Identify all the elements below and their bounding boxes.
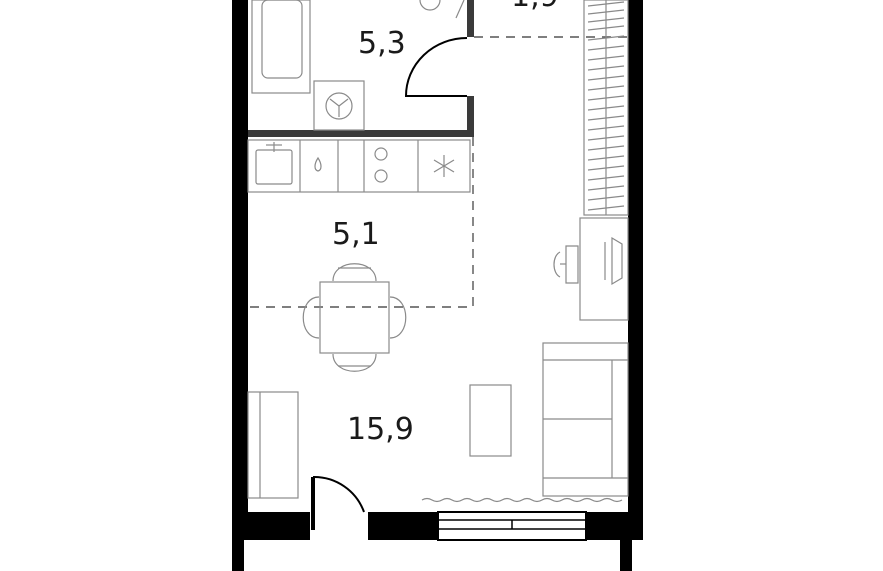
dining-set-icon: [302, 263, 407, 372]
sofa-icon: [542, 342, 629, 497]
exterior-walls: [232, 0, 643, 571]
kitchen-counter: [247, 139, 471, 193]
washing-machine-icon: [313, 80, 365, 131]
dishwasher-icon: [314, 156, 322, 172]
desk-icon: [579, 217, 629, 321]
fridge-icon: [433, 155, 455, 177]
window-icon: [437, 511, 587, 541]
wardrobe-icon: [583, 0, 629, 216]
coffee-table-icon: [469, 384, 512, 457]
bathroom-fixture-top: [419, 0, 465, 19]
bathroom-door-icon: [404, 37, 468, 97]
top-right-area-label: 1,9: [511, 0, 559, 14]
cooktop-icon: [374, 147, 388, 183]
armchair-icon: [247, 391, 299, 499]
door-icon: [311, 475, 365, 530]
living-area-label: 15,9: [347, 412, 414, 447]
zone-boundaries: [248, 36, 628, 308]
curtain-line: [421, 497, 623, 503]
bathroom-area-label: 5,3: [358, 26, 406, 61]
interior-partitions: [248, 0, 474, 137]
bathtub-icon: [251, 0, 311, 94]
office-chair-icon: [553, 245, 579, 284]
kitchen-area-label: 5,1: [332, 217, 380, 252]
sink-icon: [255, 142, 293, 185]
